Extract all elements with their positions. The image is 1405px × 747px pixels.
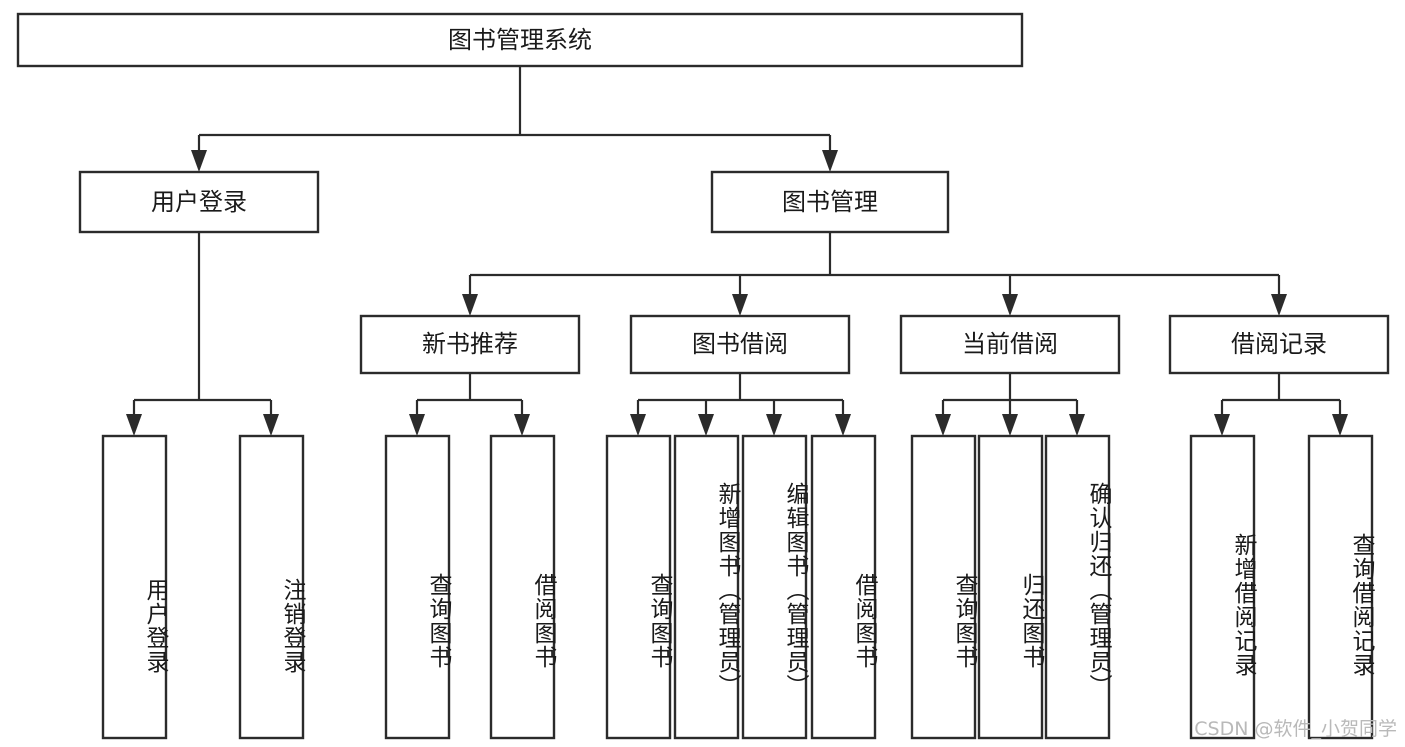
node-book-borrow-box[interactable] bbox=[629, 314, 851, 375]
arrow-to-leaf-8 bbox=[935, 414, 951, 436]
arrow-to-current-borrow bbox=[1002, 294, 1018, 316]
node-book-borrow-label: 图书借阅 bbox=[692, 330, 788, 358]
arrow-to-leaf-2 bbox=[409, 414, 425, 436]
arrow-to-new-book bbox=[462, 294, 478, 316]
leaf-box-7[interactable] bbox=[810, 434, 877, 740]
node-root[interactable]: 图书管理系统 bbox=[16, 12, 1024, 68]
arrow-to-leaf-0 bbox=[126, 414, 142, 436]
leaf-box-layer bbox=[101, 434, 1374, 740]
connector-bookmanage-to-level2 bbox=[468, 232, 1281, 296]
connector-layer bbox=[126, 66, 1348, 436]
connector-bookborrow-to-leaves bbox=[636, 373, 845, 416]
leaf-box-5[interactable] bbox=[673, 434, 740, 740]
node-new-book-recommend[interactable]: 新书推荐 bbox=[359, 314, 581, 375]
watermark-text: CSDN @软件_小贺同学 bbox=[1194, 718, 1397, 740]
leaf-box-6[interactable] bbox=[741, 434, 808, 740]
arrow-to-book-borrow bbox=[732, 294, 748, 316]
connector-currentborrow-to-leaves bbox=[941, 373, 1079, 416]
node-user-login[interactable]: 用户登录 bbox=[78, 170, 320, 234]
node-book-borrow[interactable]: 图书借阅 bbox=[629, 314, 851, 375]
leaf-box-8[interactable] bbox=[910, 434, 977, 740]
node-current-borrow-box[interactable] bbox=[899, 314, 1121, 375]
node-borrow-record[interactable]: 借阅记录 bbox=[1168, 314, 1390, 375]
arrow-to-leaf-5 bbox=[698, 414, 714, 436]
leaf-box-12[interactable] bbox=[1307, 434, 1374, 740]
leaf-box-10[interactable] bbox=[1044, 434, 1111, 740]
node-current-borrow-label: 当前借阅 bbox=[962, 330, 1058, 358]
arrow-to-leaf-4 bbox=[630, 414, 646, 436]
arrow-to-leaf-6 bbox=[766, 414, 782, 436]
arrow-to-book-manage bbox=[822, 150, 838, 172]
leaf-box-11[interactable] bbox=[1189, 434, 1256, 740]
arrow-to-leaf-7 bbox=[835, 414, 851, 436]
connector-newbook-to-leaves bbox=[415, 373, 524, 416]
node-root-box[interactable] bbox=[16, 12, 1024, 68]
arrow-to-leaf-9 bbox=[1002, 414, 1018, 436]
arrow-to-leaf-1 bbox=[263, 414, 279, 436]
connector-root-to-level1 bbox=[197, 66, 832, 152]
leaf-box-4[interactable] bbox=[605, 434, 672, 740]
node-borrow-record-label: 借阅记录 bbox=[1231, 330, 1327, 358]
leaf-box-0[interactable] bbox=[101, 434, 168, 740]
node-user-login-box[interactable] bbox=[78, 170, 320, 234]
arrow-to-leaf-10 bbox=[1069, 414, 1085, 436]
leaf-box-9[interactable] bbox=[977, 434, 1044, 740]
node-borrow-record-box[interactable] bbox=[1168, 314, 1390, 375]
arrow-to-user-login bbox=[191, 150, 207, 172]
arrow-to-leaf-3 bbox=[514, 414, 530, 436]
node-user-login-label: 用户登录 bbox=[151, 188, 247, 216]
arrow-to-leaf-12 bbox=[1332, 414, 1348, 436]
node-new-book-recommend-box[interactable] bbox=[359, 314, 581, 375]
leaf-box-2[interactable] bbox=[384, 434, 451, 740]
node-current-borrow[interactable]: 当前借阅 bbox=[899, 314, 1121, 375]
node-root-label: 图书管理系统 bbox=[448, 26, 592, 54]
node-book-manage-box[interactable] bbox=[710, 170, 950, 234]
node-book-manage-label: 图书管理 bbox=[782, 188, 878, 216]
leaf-box-1[interactable] bbox=[238, 434, 305, 740]
node-new-book-recommend-label: 新书推荐 bbox=[422, 330, 518, 358]
connector-borrowrecord-to-leaves bbox=[1220, 373, 1342, 416]
leaf-box-3[interactable] bbox=[489, 434, 556, 740]
connector-userlogin-to-leaves bbox=[132, 232, 273, 416]
arrow-to-borrow-record bbox=[1271, 294, 1287, 316]
arrow-to-leaf-11 bbox=[1214, 414, 1230, 436]
node-book-manage[interactable]: 图书管理 bbox=[710, 170, 950, 234]
